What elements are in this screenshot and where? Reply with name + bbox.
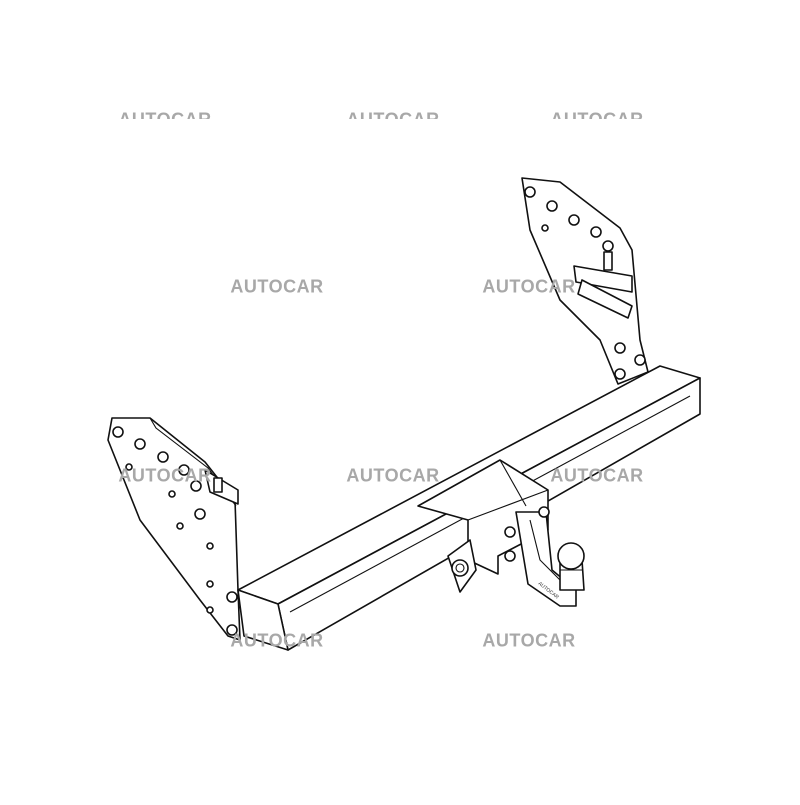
left-bracket-bolts [112, 426, 238, 636]
watermark: AUTOCAR [346, 109, 440, 130]
watermark: AUTOCAR [346, 465, 440, 486]
watermark: AUTOCAR [550, 109, 644, 130]
right-bracket-bolts [524, 186, 646, 380]
watermark: AUTOCAR [230, 276, 324, 297]
watermark: AUTOCAR [230, 630, 324, 651]
watermark: AUTOCAR [482, 276, 576, 297]
tow-ball [557, 542, 585, 570]
watermark: AUTOCAR [482, 630, 576, 651]
watermark: AUTOCAR [118, 465, 212, 486]
watermark: AUTOCAR [118, 109, 212, 130]
watermark: AUTOCAR [550, 465, 644, 486]
left-bracket-plate [107, 417, 241, 641]
